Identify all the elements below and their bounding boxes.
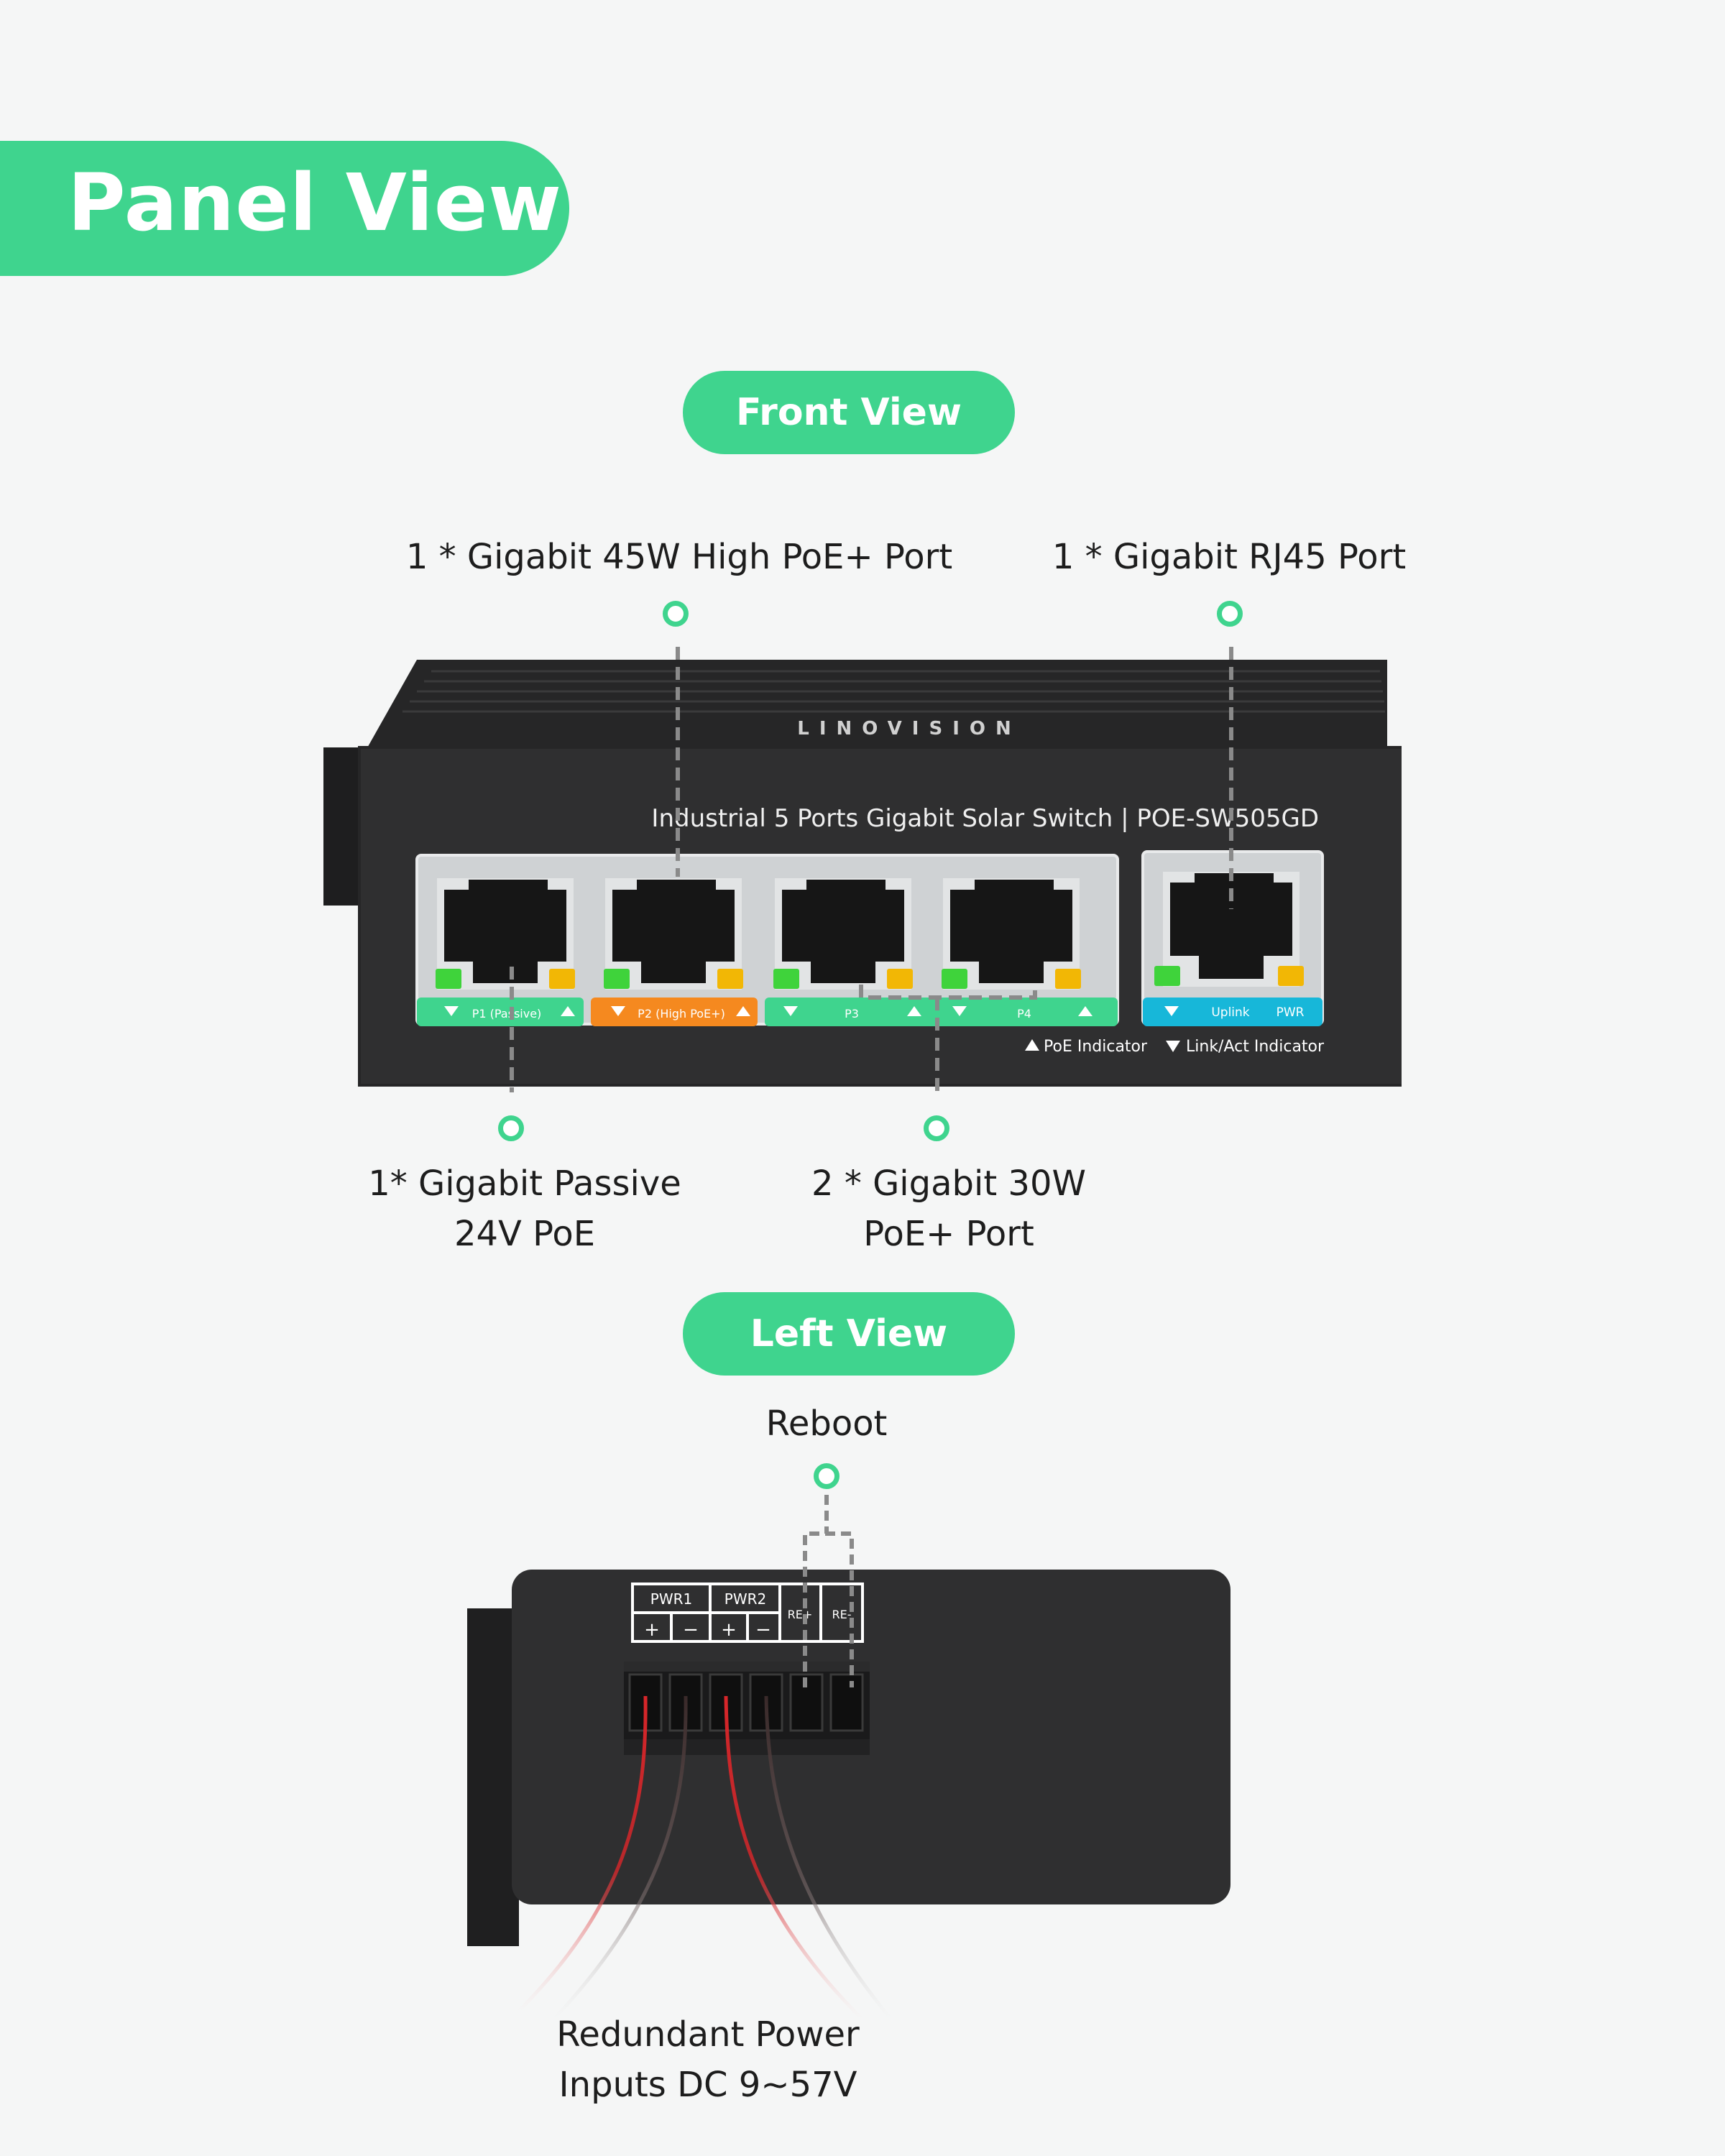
switch-front-panel: LINOVISION Industrial 5 Ports Gigabit So… xyxy=(323,647,1402,1092)
poe-indicator-legend: PoE Indicator xyxy=(1044,1038,1148,1056)
panel-view-banner xyxy=(0,141,569,276)
poe-led-p1 xyxy=(549,969,575,989)
pwr1-plus: + xyxy=(644,1619,660,1641)
brand-logo: LINOVISION xyxy=(797,718,1021,740)
passive-poe-label-line2: 24V PoE xyxy=(454,1214,596,1254)
poe30-label-line2: PoE+ Port xyxy=(863,1214,1034,1254)
link-indicator-legend: Link/Act Indicator xyxy=(1186,1038,1325,1056)
pwr-label: PWR xyxy=(1276,1005,1305,1020)
redundant-power-label-line1: Redundant Power xyxy=(556,2014,860,2055)
pwr2-plus: + xyxy=(721,1619,737,1641)
re-plus-label: RE+ xyxy=(788,1608,813,1621)
pwr1-minus: − xyxy=(683,1619,699,1641)
port-p3[interactable] xyxy=(773,878,913,990)
port-p4[interactable] xyxy=(942,878,1081,990)
poe30-label-line1: 2 * Gigabit 30W xyxy=(811,1164,1086,1204)
port-p1[interactable] xyxy=(436,878,575,990)
pwr-led xyxy=(1278,966,1304,986)
passive-poe-label-line1: 1* Gigabit Passive xyxy=(368,1164,681,1204)
p3-p4-label-strip xyxy=(765,998,1118,1026)
pwr1-label: PWR1 xyxy=(650,1590,692,1608)
reboot-callout-dot xyxy=(814,1463,840,1489)
link-led-p3 xyxy=(773,969,799,989)
pwr1-plus-wire xyxy=(516,1695,648,2014)
rj45-callout-dot xyxy=(1217,601,1243,627)
p1-label-strip xyxy=(417,998,584,1026)
high-poe-port-label: 1 * Gigabit 45W High PoE+ Port xyxy=(405,537,953,577)
pwr2-minus-wire xyxy=(764,1695,893,2021)
passive-poe-callout-dot xyxy=(498,1115,524,1141)
p2-label-strip xyxy=(591,998,758,1026)
link-led-p4 xyxy=(942,969,967,989)
link-led-p2 xyxy=(604,969,630,989)
pwr2-minus: − xyxy=(755,1619,771,1641)
switch-left-panel: PWR1 PWR2 RE+ RE- + − + − xyxy=(467,1495,1230,2021)
pwr2-label: PWR2 xyxy=(724,1590,766,1608)
high-poe-callout-dot xyxy=(663,601,689,627)
redundant-power-label-line2: Inputs DC 9~57V xyxy=(558,2065,857,2105)
left-view-heading: Left View xyxy=(683,1292,1015,1376)
poe-led-p4 xyxy=(1055,969,1081,989)
reboot-label: Reboot xyxy=(765,1404,888,1444)
p4-label: P4 xyxy=(1017,1007,1031,1021)
link-led-uplink xyxy=(1154,966,1180,986)
poe-led-p2 xyxy=(717,969,743,989)
p3-label: P3 xyxy=(845,1007,859,1021)
poe-led-p3 xyxy=(887,969,913,989)
page-title: Panel View xyxy=(68,157,562,249)
model-text: Industrial 5 Ports Gigabit Solar Switch … xyxy=(651,804,1319,833)
p2-label: P2 (High PoE+) xyxy=(638,1007,725,1021)
pwr1-minus-wire xyxy=(552,1695,688,2021)
port-uplink[interactable] xyxy=(1154,872,1304,987)
terminal-block xyxy=(624,1662,870,1755)
rj45-port-label: 1 * Gigabit RJ45 Port xyxy=(1052,537,1407,577)
poe30-callout-dot xyxy=(924,1115,949,1141)
p1-label: P1 (Passive) xyxy=(472,1007,542,1021)
port-p2[interactable] xyxy=(604,878,743,990)
front-view-heading: Front View xyxy=(683,371,1015,454)
pwr2-plus-wire xyxy=(724,1695,864,2021)
link-led-p1 xyxy=(436,969,461,989)
uplink-label-strip xyxy=(1143,998,1322,1026)
uplink-label: Uplink xyxy=(1211,1005,1249,1020)
re-minus-label: RE- xyxy=(832,1608,852,1621)
